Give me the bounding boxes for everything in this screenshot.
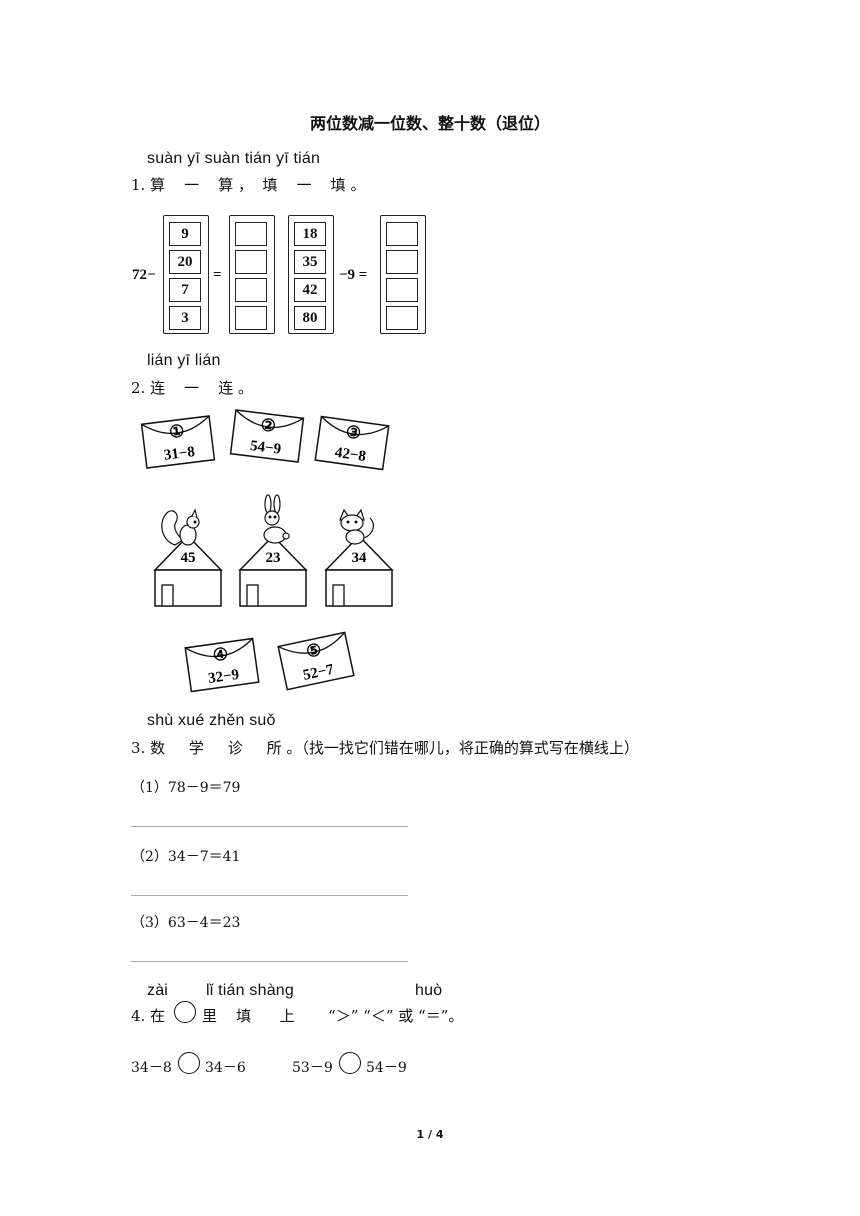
q1-answer-box[interactable] bbox=[386, 250, 418, 274]
house-2[interactable]: 23 bbox=[238, 494, 308, 607]
q3-text: 3. 数 学 诊 所 。（找一找它们错在哪儿，将正确的算式写在横线上） bbox=[131, 739, 639, 757]
house-3[interactable]: 34 bbox=[324, 508, 394, 607]
envelope-number: ① bbox=[168, 421, 185, 442]
q4-item-1-left: 34－8 bbox=[131, 1060, 172, 1076]
squirrel-icon bbox=[161, 508, 200, 546]
envelope-expression: 32−9 bbox=[207, 667, 240, 687]
envelope-4[interactable]: ④ 32−9 bbox=[184, 637, 260, 693]
q1-answer-box[interactable] bbox=[235, 278, 267, 302]
envelope-number: ④ bbox=[212, 644, 230, 665]
q1-left-answer-column bbox=[229, 215, 275, 334]
q4-item-2-left: 53－9 bbox=[292, 1060, 333, 1076]
q3-pinyin: shù xué zhěn suǒ bbox=[147, 712, 276, 729]
house-value: 34 bbox=[352, 550, 368, 566]
q4-prefix: 4. 在 bbox=[131, 1007, 166, 1025]
page-title: 两位数减一位数、整十数（退位） bbox=[309, 114, 550, 133]
circle-symbol bbox=[174, 1001, 196, 1023]
q2-pinyin: lián yī lián bbox=[147, 352, 221, 369]
q1-text: 1. 算 一 算 ， 填 一 填 。 bbox=[131, 176, 366, 194]
q4-compare-circle-1[interactable] bbox=[178, 1052, 200, 1074]
envelope-number: ⑤ bbox=[304, 640, 323, 662]
q4-pinyin-huo: huò bbox=[415, 982, 443, 999]
q1-answer-box[interactable] bbox=[235, 250, 267, 274]
envelope-expression: 42−8 bbox=[334, 445, 367, 465]
q1-answer-box[interactable] bbox=[386, 278, 418, 302]
q1-right-value-cell: 42 bbox=[294, 278, 326, 302]
q3-answer-line-3[interactable] bbox=[131, 961, 408, 962]
q1-right-value-cell: 80 bbox=[294, 306, 326, 330]
q1-pinyin: suàn yī suàn tián yī tián bbox=[147, 150, 321, 167]
q1-left-value-cell: 9 bbox=[169, 222, 201, 246]
envelope-expression: 52−7 bbox=[302, 662, 336, 684]
envelope-5[interactable]: ⑤ 52−7 bbox=[277, 631, 355, 691]
q3-item-3: （3）63－4＝23 bbox=[131, 915, 241, 931]
q1-answer-box[interactable] bbox=[386, 222, 418, 246]
q1-equals: = bbox=[213, 267, 222, 283]
rabbit-icon bbox=[263, 494, 290, 544]
q3-item-1: （1）78－9＝79 bbox=[131, 780, 241, 796]
house-value: 23 bbox=[266, 550, 281, 566]
house-1[interactable]: 45 bbox=[153, 508, 223, 607]
q3-item-2: （2）34－7＝41 bbox=[131, 849, 241, 865]
q4-pinyin-zai: zài bbox=[147, 982, 169, 999]
q1-answer-box[interactable] bbox=[235, 306, 267, 330]
cat-icon bbox=[339, 508, 374, 545]
q4-item-1-right: 34－6 bbox=[205, 1060, 246, 1076]
q1-left-value-column: 9 20 7 3 bbox=[163, 215, 209, 334]
q1-left-value-cell: 3 bbox=[169, 306, 201, 330]
envelope-1[interactable]: ① 31−8 bbox=[140, 415, 216, 469]
q4-compare-circle-2[interactable] bbox=[339, 1052, 361, 1074]
envelope-expression: 31−8 bbox=[163, 444, 196, 464]
q1-left-prefix: 72− bbox=[132, 267, 156, 283]
q1-left-value-cell: 20 bbox=[169, 250, 201, 274]
q2-text: 2. 连 一 连 。 bbox=[131, 379, 253, 397]
q4-pinyin-li-tian-shang: lǐ tián shàng bbox=[206, 982, 294, 999]
envelope-2[interactable]: ② 54−9 bbox=[229, 409, 305, 463]
envelope-number: ② bbox=[260, 415, 277, 436]
q1-right-answer-column bbox=[380, 215, 426, 334]
envelope-number: ③ bbox=[345, 422, 363, 443]
house-value: 45 bbox=[181, 550, 196, 566]
q1-right-suffix: −9 = bbox=[339, 267, 368, 283]
q1-right-value-column: 18 35 42 80 bbox=[288, 215, 334, 334]
page-number: 1 / 4 bbox=[416, 1128, 444, 1141]
q1-left-value-cell: 7 bbox=[169, 278, 201, 302]
q1-right-value-cell: 35 bbox=[294, 250, 326, 274]
q1-answer-box[interactable] bbox=[386, 306, 418, 330]
envelope-expression: 54−9 bbox=[249, 438, 282, 458]
q1-answer-box[interactable] bbox=[235, 222, 267, 246]
q4-text: 里 填 上 “＞” “＜” 或 “＝”。 bbox=[202, 1007, 464, 1025]
q3-answer-line-1[interactable] bbox=[131, 826, 408, 827]
q4-item-2-right: 54－9 bbox=[366, 1060, 407, 1076]
q3-answer-line-2[interactable] bbox=[131, 895, 408, 896]
q1-right-value-cell: 18 bbox=[294, 222, 326, 246]
envelope-3[interactable]: ③ 42−8 bbox=[314, 415, 390, 471]
